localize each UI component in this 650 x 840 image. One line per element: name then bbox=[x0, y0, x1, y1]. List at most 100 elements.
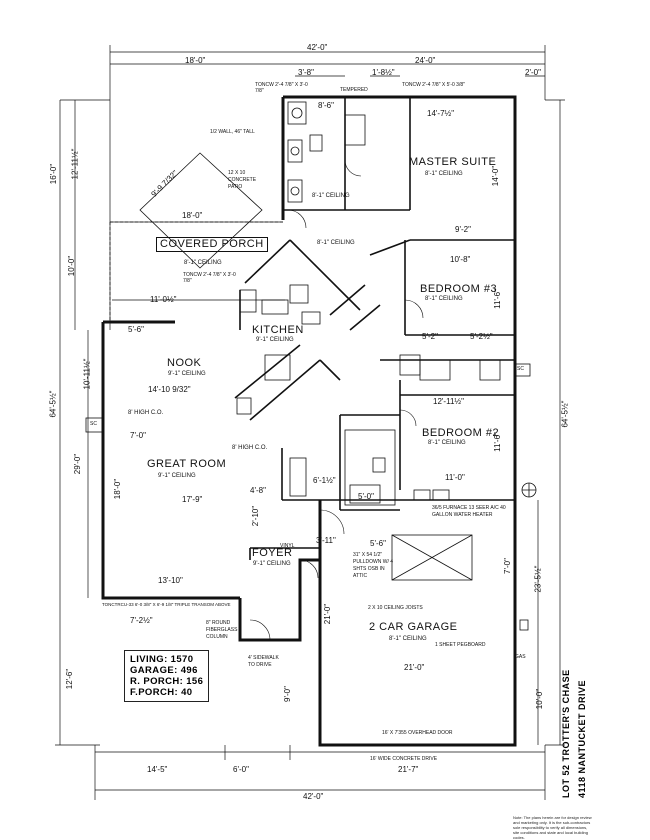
foyer-label: FOYER bbox=[252, 547, 293, 559]
porch-ceiling: 8'-1" CEILING bbox=[184, 260, 222, 266]
great-room-ceiling: 9'-1" CEILING bbox=[158, 473, 196, 479]
dim-nine-two: 9'-2" bbox=[455, 225, 471, 234]
dim-eighteen-zero: 18'-0" bbox=[113, 478, 123, 500]
nook-ceiling: 9'-1" CEILING bbox=[168, 371, 206, 377]
dim-three-eight: 3'-8" bbox=[298, 68, 314, 77]
garage-ceiling: 8'-1" CEILING bbox=[389, 636, 427, 642]
dim-bottom-42: 42'-0" bbox=[303, 792, 324, 801]
note-transom: TONCTRCU-33 6'-0 3/8" X 6'-9 1/8" TRIPLE… bbox=[102, 602, 231, 607]
bedroom2-ceiling: 8'-1" CEILING bbox=[428, 440, 466, 446]
dim-ten-eight: 10'-8" bbox=[450, 255, 471, 264]
note-pulldown: 31" X 54 1/2" PULLDOWN W/ 4 SHTS OSB IN … bbox=[353, 552, 394, 579]
note-pegboard: 1 SHEET PEGBOARD bbox=[435, 642, 486, 648]
dim-bottom-21-7: 21'-7" bbox=[398, 765, 419, 774]
dim-five-six: 5'-6" bbox=[128, 325, 144, 334]
note-furnace: 36/5 FURNACE 13 SEER A/C 40 GALLON WATER… bbox=[432, 505, 506, 518]
note-drive: 16' WIDE CONCRETE DRIVE bbox=[370, 756, 438, 762]
dim-five-two: 5'-2" bbox=[422, 332, 438, 341]
dim-right-10: 10'-0" bbox=[535, 688, 545, 710]
dim-overall-top: 42'-0" bbox=[307, 43, 328, 52]
stat-front-porch: F.PORCH: 40 bbox=[130, 687, 193, 698]
note-gas: GAS bbox=[515, 654, 526, 660]
note-tempered: TEMPERED bbox=[340, 87, 368, 93]
dim-seven-two: 7'-2½" bbox=[130, 616, 153, 625]
note-wall: 1/2 WALL, 46" TALL bbox=[210, 129, 255, 135]
dim-eleven-six-2: 11'-6" bbox=[492, 432, 502, 452]
dim-right-64: 64'-5½" bbox=[560, 400, 570, 428]
foyer-ceiling: 9'-1" CEILING bbox=[253, 561, 291, 567]
note-joists: 2 X 10 CEILING JOISTS bbox=[368, 605, 423, 611]
dim-seven-zero: 7'-0" bbox=[130, 431, 146, 440]
note-window-top-left: TONCW 2'-4 7/8" X 3'-0 7/8" bbox=[255, 82, 308, 94]
master-ceiling: 8'-1" CEILING bbox=[425, 171, 463, 177]
dim-seventeen-nine: 17'-9" bbox=[182, 495, 203, 504]
dim-top-left: 18'-0" bbox=[185, 56, 206, 65]
stat-garage: GARAGE: 496 bbox=[130, 665, 198, 676]
kitchen-ceiling: 9'-1" CEILING bbox=[256, 337, 294, 343]
bedroom3-ceiling: 8'-1" CEILING bbox=[425, 296, 463, 302]
dim-thirteen-ten: 13'-10" bbox=[158, 576, 183, 585]
garage-label: 2 CAR GARAGE bbox=[369, 621, 458, 633]
great-room-label: GREAT ROOM bbox=[147, 458, 227, 470]
dim-one-eight: 1'-8½" bbox=[372, 68, 395, 77]
hall-ceiling: 8'-1" CEILING bbox=[317, 240, 355, 246]
area-stats-box: LIVING: 1570 GARAGE: 496 R. PORCH: 156 F… bbox=[124, 650, 210, 702]
high-co-1: 8' HIGH C.O. bbox=[128, 410, 164, 416]
dim-porch-18: 18'-0" bbox=[182, 211, 203, 220]
dim-bottom-6: 6'-0" bbox=[233, 765, 249, 774]
lot-line-1: LOT 52 TROTTER'S CHASE bbox=[561, 669, 571, 798]
dim-eleven-six-1: 11'-6" bbox=[492, 289, 502, 309]
kitchen-label: KITCHEN bbox=[252, 324, 304, 336]
dim-five-six-b: 5'-6" bbox=[370, 539, 386, 548]
note-vinyl: VINYL bbox=[280, 543, 295, 549]
dim-twenty-one-vertical: 21'-0" bbox=[323, 603, 333, 625]
dim-five-two-half: 5'-2½" bbox=[470, 332, 493, 341]
bath-ceiling: 8'-1" CEILING bbox=[312, 193, 350, 199]
dim-six-ten: 6'-1½" bbox=[313, 476, 336, 485]
note-sc-left: SC bbox=[90, 421, 97, 427]
dim-twelve-eleven: 12'-11½" bbox=[433, 397, 464, 406]
disclaimer-note: Note: The plans herein are for design re… bbox=[513, 815, 592, 840]
note-overhead-door: 16' X 7'355 OVERHEAD DOOR bbox=[382, 730, 453, 736]
note-sidewalk: 4' SIDEWALK TO DRIVE bbox=[248, 655, 279, 668]
dim-left-12-11: 12'-11½" bbox=[70, 148, 80, 180]
dim-top-right: 24'-0" bbox=[415, 56, 436, 65]
note-sc-right: SC bbox=[517, 366, 524, 372]
bedroom3-label: BEDROOM #3 bbox=[420, 283, 498, 295]
dim-two-zero: 2'-0" bbox=[525, 68, 541, 77]
dim-right-23: 23'-5½" bbox=[533, 565, 543, 593]
note-column: 8" ROUND FIBERGLASS COLUMN bbox=[206, 620, 238, 640]
covered-porch-label: COVERED PORCH bbox=[156, 237, 268, 252]
stat-living: LIVING: 1570 bbox=[130, 654, 194, 665]
note-window-top-right: TONCW 2'-4 7/8" X 5'-0 3/8" bbox=[402, 82, 465, 88]
stat-rear-porch: R. PORCH: 156 bbox=[130, 676, 204, 687]
dim-eleven-zero: 11'-0" bbox=[445, 473, 465, 482]
dim-eight-six: 8'-6" bbox=[318, 101, 334, 110]
dim-twenty-one-horizontal: 21'-0" bbox=[404, 663, 425, 672]
dim-fourteen-ten: 14'-10 9/32" bbox=[148, 385, 191, 394]
dim-four-eight: 4'-8" bbox=[250, 486, 266, 495]
high-co-2: 8' HIGH C.O. bbox=[232, 445, 268, 451]
dim-nine-zero: 9'-0" bbox=[282, 686, 292, 702]
note-window-porch: TONCW 2'-4 7/8" X 3'-0 7/8" bbox=[183, 272, 236, 284]
dim-left-29: 29'-0" bbox=[73, 453, 83, 475]
master-suite-label: MASTER SUITE bbox=[409, 156, 497, 168]
dim-eleven-half: 11'-0½" bbox=[150, 295, 177, 304]
dim-right-7: 7'-0" bbox=[502, 558, 512, 574]
dim-left-10-11: 10'-11½" bbox=[82, 358, 92, 390]
nook-label: NOOK bbox=[167, 357, 202, 369]
bedroom2-label: BEDROOM #2 bbox=[422, 427, 500, 439]
dim-two-ten: 2'-10" bbox=[251, 505, 261, 527]
dim-left-12-6: 12'-6" bbox=[65, 668, 75, 690]
lot-line-2: 4118 NANTUCKET DRIVE bbox=[577, 679, 587, 798]
lot-info: LOT 52 TROTTER'S CHASE 4118 NANTUCKET DR… bbox=[555, 560, 599, 800]
dim-bottom-14-5: 14'-5" bbox=[147, 765, 168, 774]
dim-five-zero: 5'-0" bbox=[358, 492, 374, 501]
dim-fourteen-seven: 14'-7½" bbox=[427, 109, 455, 118]
dim-three-eleven: 3'-11" bbox=[316, 536, 336, 545]
note-patio: 12 X 10 CONCRETE PATIO bbox=[228, 170, 257, 190]
dim-left-10: 10'-0" bbox=[67, 255, 77, 277]
dim-fourteen-zero: 14'-0" bbox=[491, 165, 501, 187]
dim-left-64: 64'-5½" bbox=[48, 390, 58, 418]
